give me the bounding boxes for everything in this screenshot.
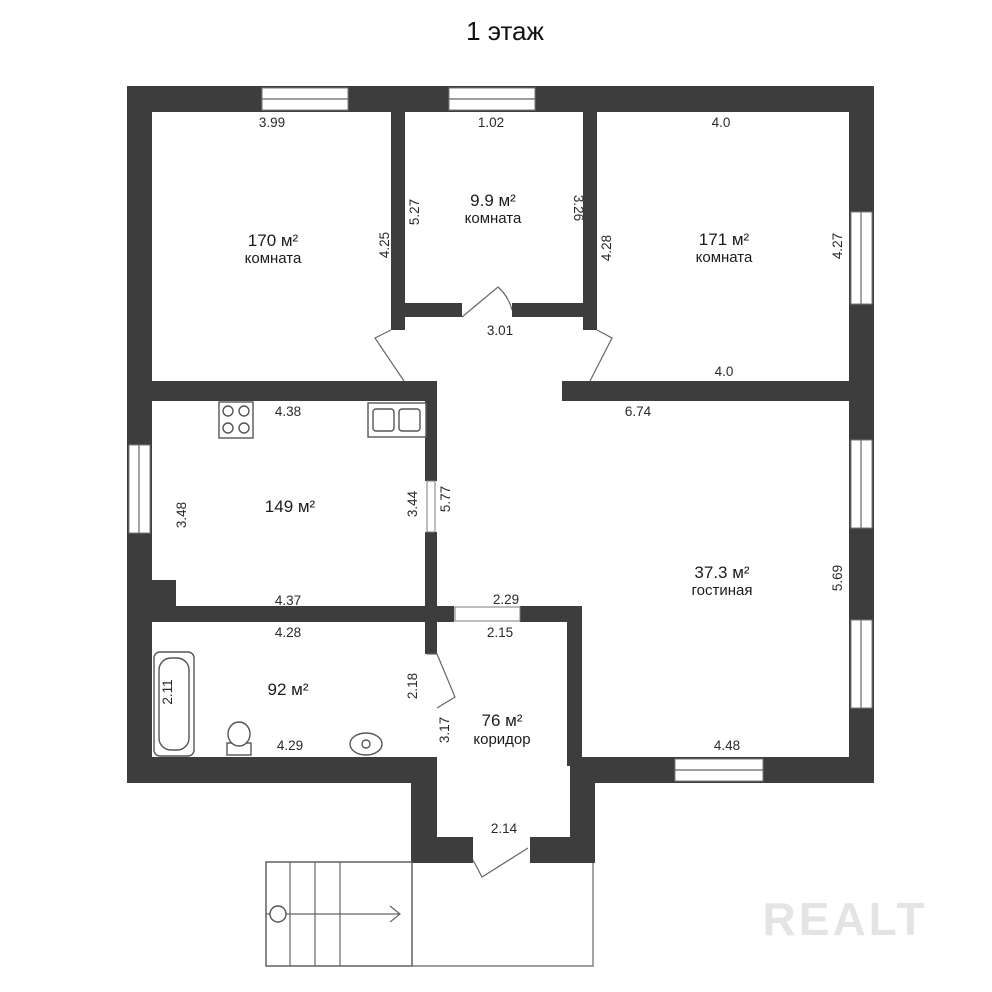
wall-bottom-left [127, 757, 437, 783]
bathroom-area: 92 м² [268, 680, 309, 699]
wall-kitchen-right-upper [425, 381, 437, 481]
dim-kitchen-left: 3.48 [174, 502, 189, 528]
dimension-labels: 3.99 4.25 1.02 5.27 3.26 3.01 4.0 4.28 4… [160, 115, 845, 836]
dim-nw-top: 3.99 [259, 115, 285, 130]
room-nw-area: 170 м² [248, 231, 299, 250]
dim-bath-top: 4.28 [275, 625, 301, 640]
corridor-area: 76 м² [482, 711, 523, 730]
dim-bath-tub: 2.11 [160, 679, 175, 704]
kitchen-area: 149 м² [265, 497, 316, 516]
dim-ne-top: 4.0 [712, 115, 731, 130]
dim-living-right: 5.69 [830, 565, 845, 591]
dim-kitchen-bottom: 4.37 [275, 593, 301, 608]
dim-ne-bottom: 4.0 [715, 364, 734, 379]
floor-title: 1 этаж [466, 16, 544, 46]
watermark-logo: REALT [763, 893, 928, 945]
corridor-name: коридор [473, 731, 530, 748]
room-nw-name: комната [245, 250, 302, 267]
wall-corridor-bottom-left [411, 837, 473, 863]
room-labels: 170 м² комната 9.9 м² комната 171 м² ком… [245, 191, 753, 748]
dim-nw-right: 4.25 [377, 232, 392, 258]
door-small-room [461, 286, 513, 318]
dim-kitchen-right: 3.44 [405, 490, 420, 517]
room-ne-area: 171 м² [699, 230, 750, 249]
wall-corridor-right [567, 606, 582, 766]
wall-nw-right [391, 112, 405, 330]
wall-left [127, 86, 152, 783]
wall-kitchen-notch [152, 580, 176, 610]
porch-outline [412, 863, 594, 967]
doors [374, 286, 613, 878]
living-area: 37.3 м² [694, 563, 749, 582]
dim-bath-bottom: 4.29 [277, 738, 303, 753]
dim-bath-right: 2.18 [405, 673, 420, 699]
dim-living-top: 6.74 [625, 404, 652, 419]
living-name: гостиная [692, 582, 753, 599]
dim-small-top: 1.02 [478, 115, 504, 130]
corridor-opening [454, 606, 521, 622]
kitchen-door-opening [426, 480, 436, 533]
dim-ne-left: 4.28 [599, 235, 614, 261]
door-bathroom [427, 653, 456, 709]
wall-bath-right [425, 612, 437, 654]
door-entrance [472, 847, 529, 878]
dim-kitchen-door-wall: 5.77 [438, 486, 453, 512]
wall-small-bottom-left [405, 303, 462, 317]
room-small-area: 9.9 м² [470, 191, 516, 210]
dim-corridor-top-outer: 2.29 [493, 592, 519, 607]
wall-nw-bottom [152, 381, 437, 401]
wall-corridor-top-right [520, 606, 582, 622]
dim-small-right: 3.26 [571, 195, 586, 221]
room-small-name: комната [465, 210, 522, 227]
dim-small-left: 5.27 [407, 199, 422, 225]
wall-ne-left [583, 112, 597, 330]
wall-kitchen-bottom [152, 606, 454, 622]
dim-corridor-bottom: 2.14 [491, 821, 518, 836]
dim-ne-right: 4.27 [830, 233, 845, 259]
door-nw-room [374, 329, 405, 382]
dim-corridor-top-inner: 2.15 [487, 625, 513, 640]
dim-living-bottom: 4.48 [714, 738, 740, 753]
dim-corridor-left: 3.17 [437, 717, 452, 743]
wall-ne-bottom [562, 381, 849, 401]
wall-small-bottom-right [512, 303, 583, 317]
windows [128, 87, 873, 782]
wall-kitchen-right-lower [425, 532, 437, 612]
dim-hall-width: 3.01 [487, 323, 513, 338]
door-ne-room [589, 329, 613, 382]
room-ne-name: комната [696, 249, 753, 266]
fixtures [153, 401, 594, 967]
dim-kitchen-top: 4.38 [275, 404, 301, 419]
wall-corridor-bottom-right [530, 837, 595, 863]
